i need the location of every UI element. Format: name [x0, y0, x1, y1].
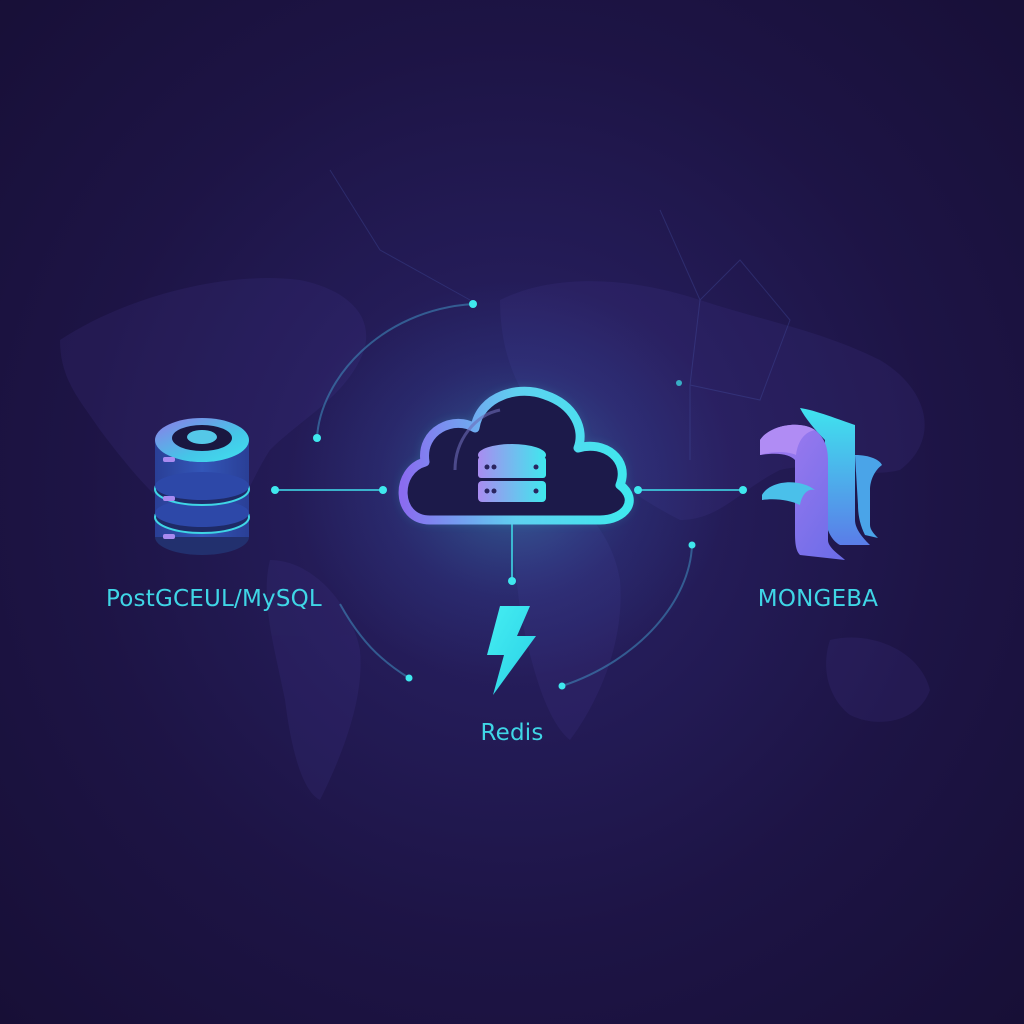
connection-arcs [316, 303, 693, 687]
node-label-relational: PostGCEUL/MySQL [106, 586, 322, 612]
database-stack-icon [154, 418, 250, 555]
lightning-bolt-icon [487, 606, 536, 695]
cloud-database-icon [398, 386, 634, 525]
node-label-document: MONGEBA [757, 586, 879, 612]
node-label-cache: Redis [480, 720, 544, 746]
connector-dots [271, 300, 747, 690]
connection-lines [275, 489, 743, 580]
document-scroll-icon [760, 408, 882, 560]
